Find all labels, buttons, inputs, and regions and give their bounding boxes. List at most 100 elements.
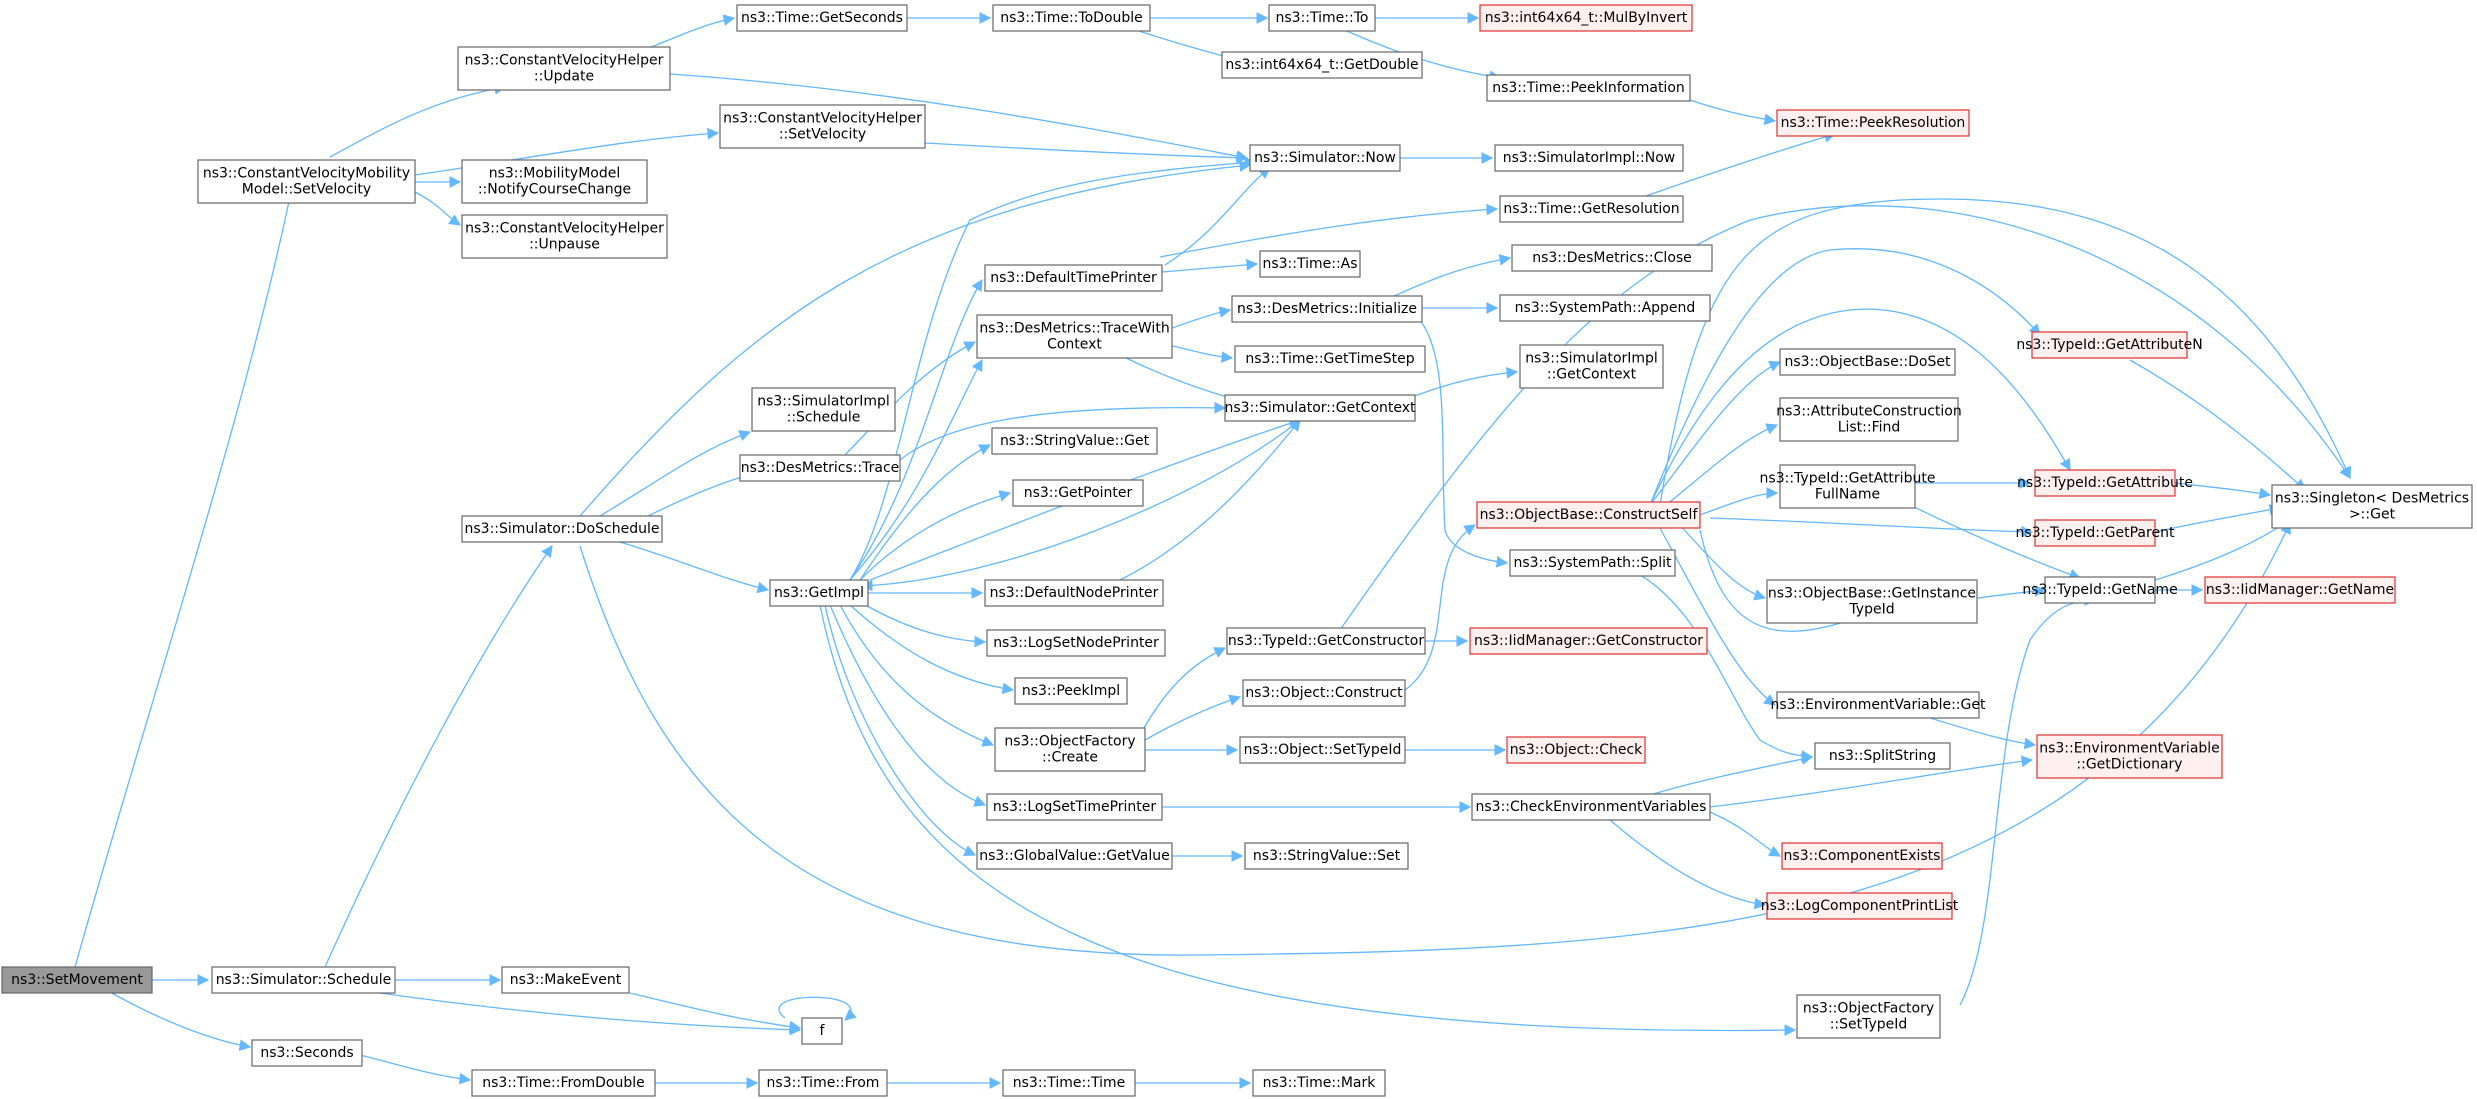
node-peek-info[interactable]: ns3::Time::PeekInformation: [1486, 74, 1691, 102]
node-time-mark[interactable]: ns3::Time::Mark: [1252, 1069, 1386, 1097]
node-from-double[interactable]: ns3::Time::FromDouble: [471, 1069, 656, 1097]
node-label: ns3::Simulator::Now: [1254, 150, 1396, 166]
node-cvhunpause[interactable]: ns3::ConstantVelocityHelper::Unpause: [461, 214, 668, 259]
node-box: [461, 515, 663, 543]
node-tid-get-attribute-n[interactable]: ns3::TypeId::GetAttributeN: [2016, 331, 2203, 359]
node-log-set-node-printer[interactable]: ns3::LogSetNodePrinter: [986, 629, 1166, 657]
node-sim-impl-now[interactable]: ns3::SimulatorImpl::Now: [1494, 144, 1684, 172]
node-log-set-time-printer[interactable]: ns3::LogSetTimePrinter: [986, 793, 1163, 821]
node-obj-base-do-set[interactable]: ns3::ObjectBase::DoSet: [1779, 348, 1956, 376]
node-label: ns3::TypeId::GetAttribute: [1760, 471, 1936, 487]
node-get-double[interactable]: ns3::int64x64_t::GetDouble: [1221, 51, 1423, 79]
node-iid-get-constructor[interactable]: ns3::IidManager::GetConstructor: [1469, 627, 1708, 655]
node-box: [1499, 294, 1711, 322]
node-env-var-get[interactable]: ns3::EnvironmentVariable::Get: [1771, 691, 1986, 719]
node-tid-get-attribute[interactable]: ns3::TypeId::GetAttribute: [2017, 469, 2193, 497]
node-obj-set-type-id[interactable]: ns3::Object::SetTypeId: [1239, 736, 1406, 764]
node-box: [457, 46, 671, 91]
node-des-close[interactable]: ns3::DesMetrics::Close: [1511, 244, 1713, 272]
nodes: ns3::SetMovement ns3::ConstantVelocityMob…: [1, 4, 2473, 1097]
node-box: [1511, 244, 1713, 272]
node-set-movement[interactable]: ns3::SetMovement: [1, 966, 153, 994]
node-cvhset-velocity[interactable]: ns3::ConstantVelocityHelper::SetVelocity: [719, 104, 926, 149]
node-split-string[interactable]: ns3::SplitString: [1814, 742, 1951, 770]
node-box: [1776, 109, 1970, 137]
node-time-to[interactable]: ns3::Time::To: [1268, 4, 1376, 32]
node-def-time-printer[interactable]: ns3::DefaultTimePrinter: [984, 264, 1163, 292]
node-gvget-value[interactable]: ns3::GlobalValue::GetValue: [976, 842, 1173, 870]
node-cvhupdate[interactable]: ns3::ConstantVelocityHelper::Update: [457, 46, 671, 91]
node-iid-get-name[interactable]: ns3::IidManager::GetName: [2204, 576, 2396, 604]
node-check-env-vars[interactable]: ns3::CheckEnvironmentVariables: [1471, 793, 1711, 821]
node-ofcreate[interactable]: ns3::ObjectFactory::Create: [994, 727, 1146, 772]
node-sim-get-context[interactable]: ns3::Simulator::GetContext: [1224, 394, 1416, 422]
node-time-time[interactable]: ns3::Time::Time: [1002, 1069, 1136, 1097]
node-f[interactable]: f: [801, 1017, 843, 1045]
node-make-event[interactable]: ns3::MakeEvent: [501, 966, 630, 994]
node-label: ns3::Time::PeekInformation: [1492, 80, 1685, 96]
node-get-impl[interactable]: ns3::GetImpl: [769, 579, 869, 607]
node-box: [992, 4, 1151, 32]
node-peek-res[interactable]: ns3::Time::PeekResolution: [1776, 109, 1970, 137]
node-time-from[interactable]: ns3::Time::From: [758, 1069, 888, 1097]
node-seconds[interactable]: ns3::Seconds: [251, 1039, 363, 1067]
node-box: [2031, 331, 2188, 359]
node-mul-by-invert[interactable]: ns3::int64x64_t::MulByInvert: [1479, 4, 1693, 32]
node-to-double[interactable]: ns3::Time::ToDouble: [992, 4, 1151, 32]
node-label: ::Create: [1042, 750, 1098, 766]
node-box: [1002, 1069, 1136, 1097]
edge-schedule-f: [379, 992, 802, 1036]
node-des-trace[interactable]: ns3::DesMetrics::Trace: [739, 454, 901, 482]
node-sim-schedule[interactable]: ns3::Simulator::Schedule: [211, 966, 396, 994]
node-label: ns3::SplitString: [1829, 748, 1936, 764]
edge-getimpl-getpointer: [859, 490, 1012, 581]
node-get-pointer[interactable]: ns3::GetPointer: [1012, 479, 1144, 507]
node-string-value-get[interactable]: ns3::StringValue::Get: [991, 427, 1158, 455]
node-obj-check[interactable]: ns3::Object::Check: [1506, 736, 1646, 764]
node-tid-get-constructor[interactable]: ns3::TypeId::GetConstructor: [1226, 627, 1426, 655]
node-tid-get-name[interactable]: ns3::TypeId::GetName: [2022, 576, 2178, 604]
node-construct-self[interactable]: ns3::ObjectBase::ConstructSelf: [1476, 501, 1701, 529]
edge-getcontext-getimpl: [860, 419, 1301, 592]
node-box: [986, 793, 1163, 821]
node-get-resolution[interactable]: ns3::Time::GetResolution: [1499, 195, 1684, 223]
node-label: ::GetContext: [1547, 367, 1637, 383]
node-box: [1779, 397, 1959, 442]
node-sys-append[interactable]: ns3::SystemPath::Append: [1499, 294, 1711, 322]
node-def-node-printer[interactable]: ns3::DefaultNodePrinter: [984, 579, 1164, 607]
node-do-schedule[interactable]: ns3::Simulator::DoSchedule: [461, 515, 663, 543]
node-label: ns3::MakeEvent: [510, 972, 622, 988]
node-cvmset-velocity[interactable]: ns3::ConstantVelocityMobilityModel::SetV…: [197, 159, 416, 204]
node-sim-impl-schedule[interactable]: ns3::SimulatorImpl::Schedule: [751, 387, 896, 432]
node-tid-get-parent[interactable]: ns3::TypeId::GetParent: [2016, 519, 2175, 547]
node-singleton-get[interactable]: ns3::Singleton< DesMetrics>::Get: [2271, 484, 2473, 529]
node-get-time-step[interactable]: ns3::Time::GetTimeStep: [1234, 345, 1426, 373]
node-time-as[interactable]: ns3::Time::As: [1259, 250, 1361, 278]
node-env-get-dictionary[interactable]: ns3::EnvironmentVariable::GetDictionary: [2036, 734, 2223, 779]
node-component-exists[interactable]: ns3::ComponentExists: [1781, 842, 1943, 870]
edge-destrace-twc: [839, 341, 977, 461]
node-ofset-type-id[interactable]: ns3::ObjectFactory::SetTypeId: [1796, 994, 1941, 1039]
node-get-seconds[interactable]: ns3::Time::GetSeconds: [736, 4, 908, 32]
node-mmnotify[interactable]: ns3::MobilityModel::NotifyCourseChange: [461, 159, 648, 204]
node-log-comp-print-list[interactable]: ns3::LogComponentPrintList: [1761, 892, 1959, 920]
node-box: [251, 1039, 363, 1067]
node-sim-now[interactable]: ns3::Simulator::Now: [1249, 144, 1401, 172]
node-des-init[interactable]: ns3::DesMetrics::Initialize: [1231, 295, 1423, 323]
node-box: [986, 629, 1166, 657]
node-label: ns3::SimulatorImpl: [757, 394, 890, 410]
edge-checkenv-componentexists: [1709, 811, 1782, 857]
node-sys-split[interactable]: ns3::SystemPath::Split: [1509, 549, 1676, 577]
node-peek-impl[interactable]: ns3::PeekImpl: [1014, 677, 1128, 705]
node-sim-impl-get-context[interactable]: ns3::SimulatorImpl::GetContext: [1519, 344, 1664, 389]
node-box: [211, 966, 396, 994]
node-obj-construct[interactable]: ns3::Object::Construct: [1242, 679, 1406, 707]
node-box: [2034, 519, 2156, 547]
node-label: ns3::int64x64_t::GetDouble: [1225, 57, 1418, 73]
node-string-value-set[interactable]: ns3::StringValue::Set: [1244, 842, 1409, 870]
node-box: [2204, 576, 2396, 604]
